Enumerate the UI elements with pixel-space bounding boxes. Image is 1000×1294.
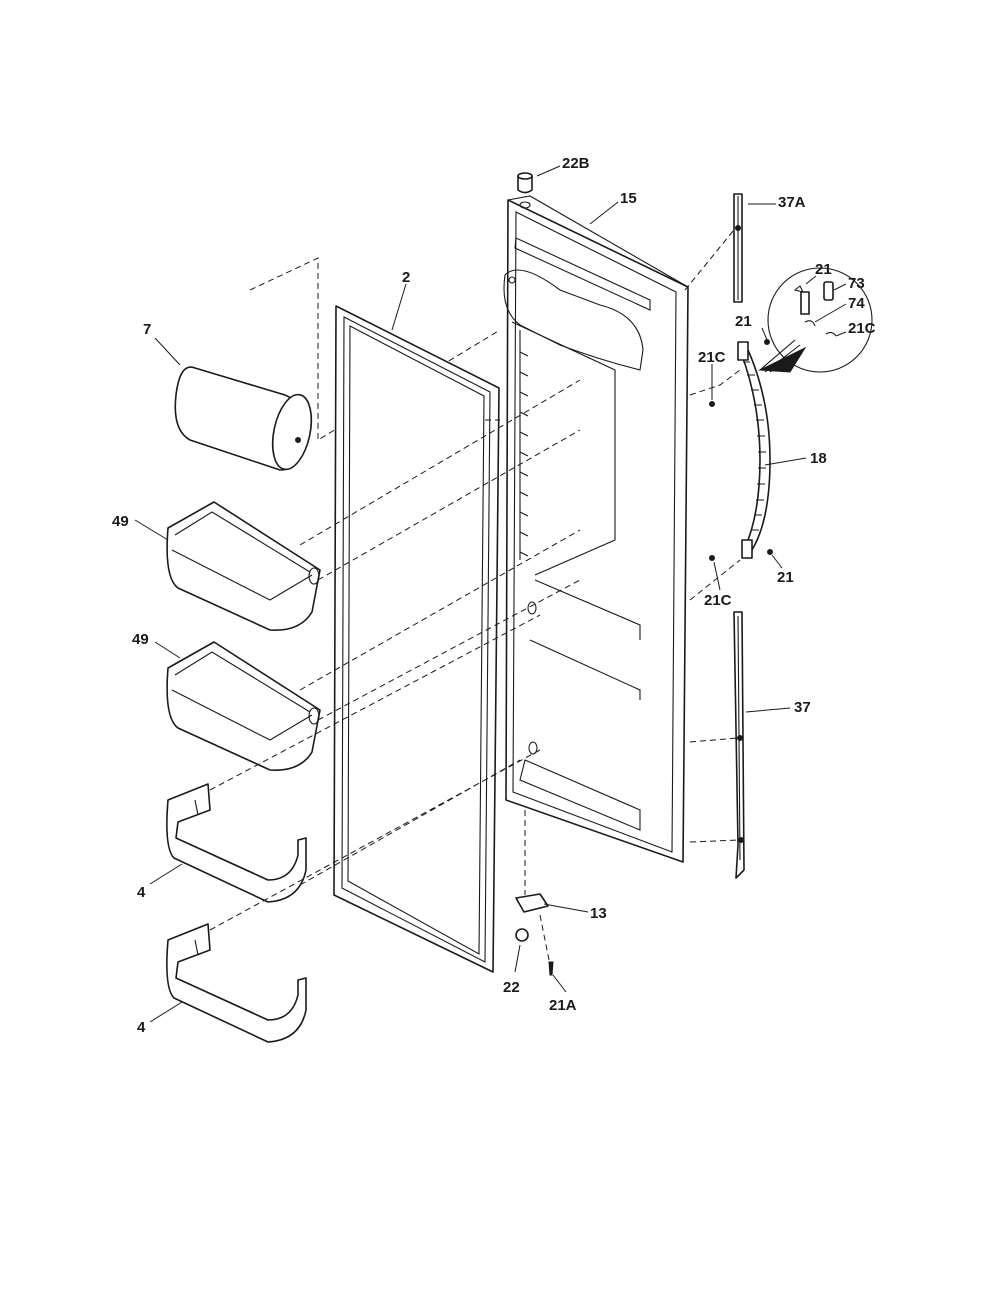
part-21-screw-lower [767, 549, 773, 555]
callout-21C-inset: 21C [848, 320, 876, 337]
part-49-shelf-bin-lower [166, 641, 321, 771]
part-49-shelf-bin-upper [166, 501, 321, 631]
callout-2: 2 [402, 269, 410, 286]
part-13-bottom-hinge [515, 810, 551, 966]
shelf-rail-notches [519, 351, 529, 557]
part-18-door-handle [737, 341, 771, 559]
callout-4-lower: 4 [137, 1019, 146, 1036]
part-4-door-bin-lower [166, 923, 307, 1043]
part-2-door-gasket [333, 305, 500, 973]
part-21-screw-top [764, 339, 770, 345]
callout-49-lower: 49 [132, 631, 149, 648]
part-21C-plug-upper [709, 401, 715, 407]
callout-21-mid: 21 [735, 313, 752, 330]
callout-37: 37 [794, 699, 811, 716]
callout-7: 7 [143, 321, 151, 338]
callout-13: 13 [590, 905, 607, 922]
callout-22: 22 [503, 979, 520, 996]
callout-leaders [134, 165, 847, 1023]
guide-lines-right [684, 224, 741, 843]
part-21C-plug-lower [709, 555, 715, 561]
callout-74: 74 [848, 295, 865, 312]
callout-15: 15 [620, 190, 637, 207]
part-22B-top-bushing [517, 172, 533, 209]
part-15-door-liner [503, 195, 689, 863]
callout-49-upper: 49 [112, 513, 129, 530]
part-37A-upper-trim [733, 193, 743, 303]
part-37-lower-trim [733, 611, 745, 879]
callout-18: 18 [810, 450, 827, 467]
part-4-door-bin-upper [166, 783, 307, 903]
detail-inset-circle [758, 267, 873, 373]
callout-21-inset: 21 [815, 261, 832, 278]
callout-21A: 21A [549, 997, 577, 1014]
guide-lines-left [209, 379, 581, 931]
callout-73: 73 [848, 275, 865, 292]
callout-21-lower: 21 [777, 569, 794, 586]
callout-37A: 37A [778, 194, 806, 211]
callout-21C-upper: 21C [698, 349, 726, 366]
part-7-filter-cylinder [174, 366, 313, 471]
part-22-bottom-bushing [515, 928, 529, 942]
callout-21C-lower: 21C [704, 592, 732, 609]
part-21A-screw [548, 961, 554, 976]
callout-22B: 22B [562, 155, 590, 172]
callout-4-upper: 4 [137, 884, 146, 901]
